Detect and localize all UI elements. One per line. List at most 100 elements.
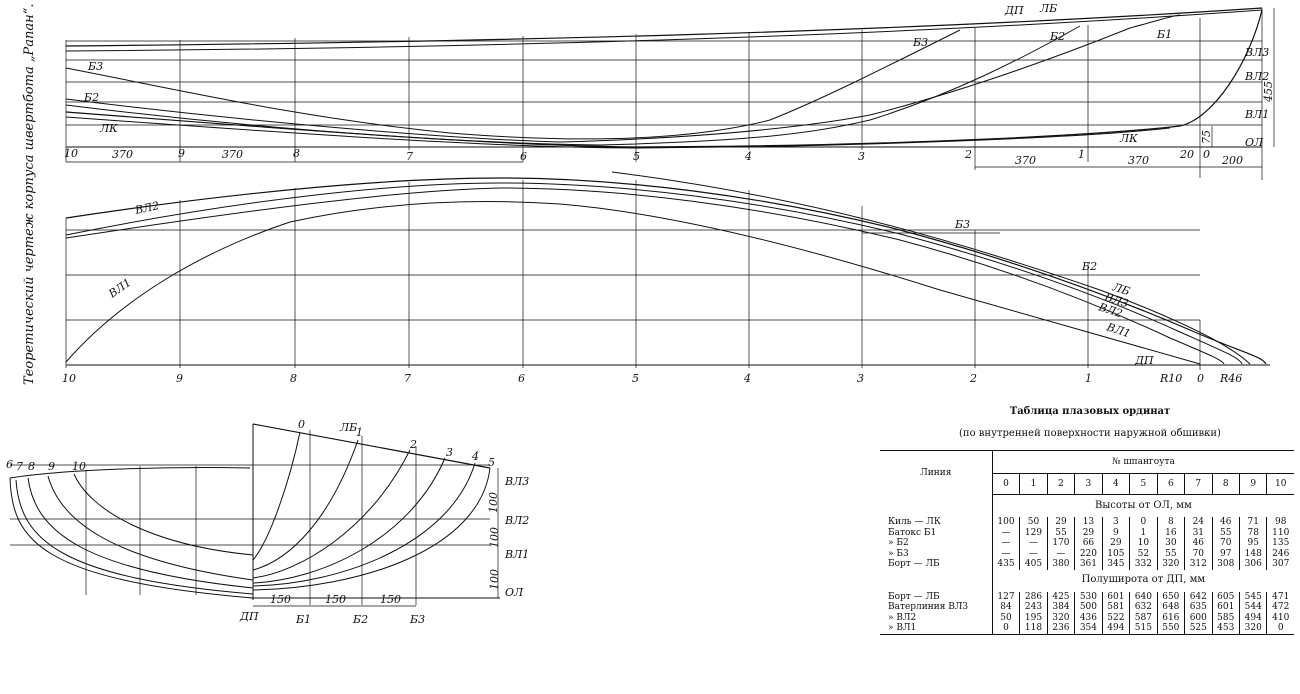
table-cell: 31 (1184, 527, 1213, 538)
table-cell: 632 (1129, 602, 1158, 613)
label-lk: ЛК (1119, 132, 1138, 145)
dim-150-c: 150 (380, 593, 401, 606)
table-cell: 306 (1238, 559, 1267, 570)
table-cell: 135 (1266, 538, 1294, 549)
label-ol: ОЛ (1245, 136, 1264, 149)
deck-line-dp (65, 9, 1263, 52)
table-cell: 332 (1129, 559, 1158, 570)
row-line-name: Киль — ЛК (880, 517, 993, 528)
profile-station-2: 2 (964, 148, 972, 161)
profile-station-1: 1 (1078, 148, 1085, 161)
dim-370-b: 370 (222, 148, 243, 161)
profile-station-6: 6 (520, 150, 527, 163)
table-cell: 148 (1238, 548, 1267, 559)
plan-station-5: 5 (632, 372, 639, 385)
table-cell: 84 (991, 602, 1020, 613)
table-cell: 601 (1101, 591, 1130, 602)
table-cell: 55 (1156, 548, 1185, 559)
table-cell: 384 (1046, 602, 1075, 613)
keel-line-lk (65, 9, 1263, 148)
label-b2-left: Б2 (83, 91, 99, 104)
plan-station-0: 0 (1197, 372, 1204, 385)
plan-label-b3: Б3 (954, 218, 970, 231)
table-cell: 308 (1211, 559, 1240, 570)
table-cell: 170 (1046, 538, 1075, 549)
plan-view (65, 171, 1270, 370)
table-cell: 46 (1211, 517, 1240, 528)
table-cell: 436 (1074, 612, 1103, 623)
body-station-2: 2 (409, 438, 417, 451)
dim-455: 455 (1262, 81, 1275, 103)
table-cell: 243 (1019, 602, 1048, 613)
table-cell: 24 (1184, 517, 1213, 528)
station-header-5: 5 (1129, 473, 1158, 495)
label-vl1: ВЛ1 (1244, 108, 1269, 121)
table-cell: 0 (1266, 623, 1294, 634)
table-cell: 52 (1129, 548, 1158, 559)
table-cell: 16 (1156, 527, 1185, 538)
buttock-b2 (65, 25, 1081, 146)
table-cell: 544 (1238, 602, 1267, 613)
table-cell: — (1019, 548, 1048, 559)
label-dp: ДП (1004, 4, 1024, 17)
table-cell: 105 (1101, 548, 1130, 559)
table-cell: 1 (1129, 527, 1158, 538)
body-label-vl2: ВЛ2 (504, 514, 529, 527)
table-cell: 361 (1074, 559, 1103, 570)
dim-75: 75 (1200, 130, 1213, 144)
plan-station-6: 6 (518, 372, 525, 385)
table-cell: 55 (1211, 527, 1240, 538)
body-label-ol: ОЛ (505, 586, 524, 599)
label-b2: Б2 (1049, 30, 1065, 43)
profile-station-4: 4 (744, 150, 752, 163)
plan-lb (65, 177, 1267, 365)
plan-station-3: 3 (857, 372, 864, 385)
label-b3-left: Б3 (87, 60, 103, 73)
table-cell: 587 (1129, 612, 1158, 623)
body-plan (9, 423, 500, 607)
section-spacer (880, 494, 993, 517)
table-cell: 95 (1238, 538, 1267, 549)
col-line-header: Линия (880, 450, 993, 495)
dim-20: 20 (1179, 148, 1194, 161)
plan-station-8: 8 (290, 372, 297, 385)
table-cell: — (1019, 538, 1048, 549)
plan-vl3 (65, 182, 1243, 365)
dim-100-c: 100 (488, 569, 501, 590)
table-cell: 530 (1074, 591, 1103, 602)
table-cell: 494 (1101, 623, 1130, 634)
table-cell: 471 (1266, 591, 1294, 602)
table-cell: — (991, 538, 1020, 549)
row-line-name: » Б3 (880, 548, 993, 559)
body-station-8: 8 (28, 460, 35, 473)
table-cell: 616 (1156, 612, 1185, 623)
table-cell: 648 (1156, 602, 1185, 613)
body-label-b3: Б3 (409, 613, 425, 626)
plan-station-7: 7 (404, 372, 411, 385)
profile-view (65, 7, 1275, 180)
plan-label-dp: ДП (1134, 354, 1154, 367)
table-cell: — (1046, 548, 1075, 559)
table-cell: 601 (1211, 602, 1240, 613)
body-label-b2: Б2 (352, 613, 368, 626)
dim-370-c: 370 (1015, 154, 1036, 167)
table-cell: 405 (1019, 559, 1048, 570)
table-cell: 581 (1101, 602, 1130, 613)
plan-label-lb: ЛБ (1110, 280, 1131, 298)
table-cell: 127 (991, 591, 1020, 602)
row-line-name: Батокс Б1 (880, 527, 993, 538)
station-header-1: 1 (1019, 473, 1048, 495)
table-cell: 97 (1211, 548, 1240, 559)
label-lb: ЛБ (1039, 2, 1057, 15)
table-cell: 472 (1266, 602, 1294, 613)
table-cell: 29 (1101, 538, 1130, 549)
table-cell: 0 (1129, 517, 1158, 528)
plan-label-vl1: ВЛ1 (105, 276, 133, 301)
body-station-1: 1 (356, 426, 363, 439)
